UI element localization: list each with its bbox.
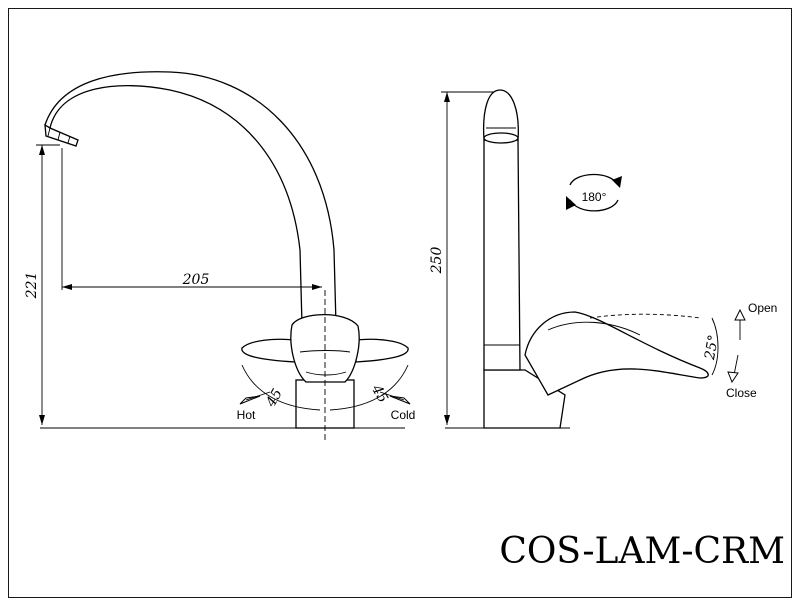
aerator-line-1 — [47, 127, 51, 137]
dim-250-text: 250 — [429, 247, 445, 275]
model-code: COS-LAM-CRM — [499, 531, 785, 572]
open-label: Open — [748, 301, 777, 315]
side-aerator — [483, 132, 519, 144]
angle-arc — [711, 317, 719, 376]
hot-arrow-shaft — [245, 391, 271, 401]
mixer-detail-1 — [299, 350, 351, 353]
dim-250-arrow-top — [444, 92, 450, 102]
swivel-arc-top — [569, 173, 619, 186]
hot-angle-text: 45 — [263, 386, 286, 410]
dim-221-text: 221 — [24, 272, 40, 300]
cold-angle-text: 45 — [368, 381, 391, 405]
side-head — [482, 89, 519, 141]
mixer-detail-2 — [305, 371, 347, 376]
lever-angle-text: 25° — [702, 334, 722, 362]
aerator-line-2 — [57, 131, 61, 141]
close-arrow-icon — [727, 371, 739, 384]
dim-221-arrow-bottom — [39, 415, 45, 425]
dim-221-arrow-top — [39, 145, 45, 155]
dim-205-arrow-right — [312, 284, 322, 290]
front-hot-lever — [241, 338, 296, 363]
close-label: Close — [726, 386, 757, 400]
aerator-line-3 — [67, 135, 71, 144]
front-spout — [44, 71, 337, 326]
hot-arrow-icon — [239, 395, 261, 405]
swivel-angle-text: 180° — [582, 190, 607, 204]
swivel-arrow-bottom — [566, 196, 576, 210]
dim-205-arrow-left — [62, 284, 72, 290]
front-aerator — [44, 123, 79, 147]
dim-205-text: 205 — [182, 272, 210, 288]
cold-label: Cold — [391, 408, 416, 422]
front-cold-lever — [355, 338, 409, 363]
cold-swing-arc — [329, 364, 409, 411]
cold-arrow-shaft — [379, 391, 405, 401]
open-arrow-icon — [734, 308, 746, 321]
front-view — [36, 71, 411, 440]
swivel-arrow-top — [612, 176, 622, 188]
hot-label: Hot — [237, 408, 256, 422]
close-arrow-shaft — [733, 354, 739, 376]
lever-open-ghost — [589, 313, 701, 319]
dim-250-arrow-bottom — [444, 415, 450, 425]
side-view — [441, 89, 746, 429]
side-lever — [524, 311, 709, 396]
hot-swing-arc — [241, 364, 321, 411]
side-column — [483, 139, 521, 371]
drawing-frame — [8, 8, 792, 598]
cold-arrow-icon — [389, 395, 411, 405]
lever-detail-1 — [547, 321, 641, 336]
